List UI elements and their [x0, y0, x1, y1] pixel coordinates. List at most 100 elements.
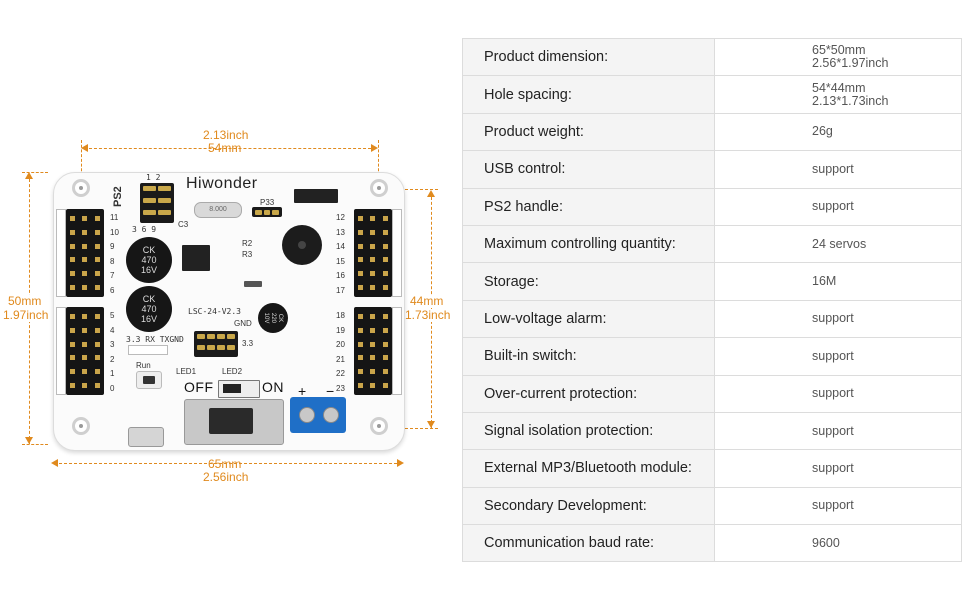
spec-value: support	[714, 337, 962, 376]
ps2-header-icon	[140, 183, 174, 223]
spec-row: Low-voltage alarm:support	[462, 299, 962, 339]
channel-number: 0	[110, 383, 115, 393]
servo-header-right-top-icon	[354, 209, 392, 297]
channel-number: 18	[336, 311, 345, 320]
spec-value-line: support	[812, 423, 854, 438]
arrow-down-icon	[25, 437, 33, 444]
dim-right-inch: 1.73inch	[405, 308, 451, 322]
regulator-icon	[182, 245, 210, 271]
spec-value-line: support	[812, 161, 854, 176]
dim-left-mm: 50mm	[8, 294, 42, 308]
serial-label: 3.3 RX TXGND	[126, 335, 184, 344]
led2-label: LED2	[222, 367, 243, 376]
mounting-hole-icon	[370, 417, 388, 435]
servo-header-left-top-icon	[66, 209, 104, 297]
channel-number: 21	[336, 354, 345, 364]
dim-bottom-mm: 65mm	[208, 457, 242, 471]
arrow-up-icon	[25, 172, 33, 179]
channel-number: 19	[336, 325, 345, 335]
expansion-header-icon	[194, 331, 238, 357]
mounting-hole-icon	[72, 179, 90, 197]
channel-number: 22	[336, 369, 345, 378]
spec-row: Signal isolation protection: support	[462, 411, 962, 451]
mounting-hole-icon	[370, 179, 388, 197]
c3-label: C3	[178, 220, 189, 229]
spec-value: support	[714, 150, 962, 189]
left-rail-icon	[56, 209, 66, 297]
spec-value-line: 2.13*1.73inch	[812, 93, 889, 108]
gnd-label: GND	[234, 319, 252, 328]
switch-knob-icon	[209, 408, 253, 434]
arrow-left-icon	[51, 459, 58, 467]
spec-row: External MP3/Bluetooth module:support	[462, 449, 962, 488]
model-label: LSC-24-V2.3	[188, 307, 241, 316]
small-capacitor-icon: CK 220 10V	[258, 303, 288, 333]
channel-number: 15	[336, 256, 345, 266]
off-label: OFF	[184, 379, 214, 395]
right-rail-icon	[392, 307, 402, 395]
dim-top-tick-left	[81, 140, 82, 176]
spec-key: Product dimension:	[462, 37, 715, 77]
spec-row: PS2 handle:support	[462, 187, 962, 226]
r2-label: R2	[242, 239, 253, 248]
capacitor-icon: CK 470 16V	[126, 286, 172, 332]
spec-value: support	[714, 299, 962, 339]
dim-right-tick-top	[390, 189, 438, 190]
spec-value: support	[714, 449, 962, 488]
spec-key: Communication baud rate:	[462, 524, 715, 563]
spec-key: Hole spacing:	[462, 75, 715, 114]
right-rail-icon	[392, 209, 402, 297]
dim-left-tick-top	[22, 172, 48, 173]
mounting-hole-icon	[72, 417, 90, 435]
channel-number: 4	[110, 325, 115, 335]
spec-row: Storage: 16M	[462, 262, 962, 301]
on-label: ON	[262, 379, 284, 395]
power-switch[interactable]	[184, 399, 284, 445]
spec-row: Built-in switch:support	[462, 337, 962, 376]
dim-right-tick-bottom	[390, 428, 438, 429]
p33-jumper-icon	[252, 207, 282, 217]
channel-number: 5	[110, 311, 115, 320]
spec-value-line: 54*44mm	[812, 80, 866, 95]
channel-number: 2	[110, 354, 115, 364]
spec-key: Storage:	[462, 262, 715, 301]
spec-key: Maximum controlling quantity:	[462, 224, 715, 264]
dim-top-line	[84, 148, 376, 149]
dim-top-tick-right	[378, 140, 379, 176]
spec-value-line: support	[812, 498, 854, 513]
spec-value: support	[714, 374, 962, 413]
buzzer-icon	[282, 225, 322, 265]
channel-number: 12	[336, 213, 345, 222]
spec-key: Signal isolation protection:	[462, 411, 715, 451]
channel-number: 1	[110, 369, 115, 378]
channel-number: 14	[336, 242, 345, 251]
channel-number: 3	[110, 340, 115, 349]
minus-label: −	[326, 383, 335, 399]
spec-value-line: 65*50mm	[812, 43, 866, 58]
channel-number: 8	[110, 256, 115, 266]
spec-row: Maximum controlling quantity: 24 servos	[462, 224, 962, 264]
spec-value-line: 26g	[812, 124, 833, 139]
power-terminal-icon	[290, 397, 346, 433]
mini-switch-icon[interactable]	[218, 380, 260, 398]
channel-number: 17	[336, 285, 345, 295]
spec-value-line: support	[812, 348, 854, 363]
spec-value-line: 16M	[812, 274, 837, 289]
ps2-label: PS2	[112, 186, 124, 207]
servo-controller-board: Hiwonder PS2 1 2 3 6 9 C3 8.000 P33 R2 R…	[53, 172, 405, 451]
spec-key: External MP3/Bluetooth module:	[462, 449, 715, 488]
dim-right-mm: 44mm	[410, 294, 444, 308]
spec-value-line: 24 servos	[812, 236, 867, 251]
spec-value-line: 2.56*1.97inch	[812, 56, 889, 71]
run-label: Run	[136, 361, 151, 370]
spec-key: Low-voltage alarm:	[462, 299, 715, 339]
reset-button[interactable]	[136, 371, 162, 389]
dim-left-tick-bottom	[22, 444, 48, 445]
pin-header-nums: 3 6 9	[132, 225, 157, 234]
spec-key: Over-current protection:	[462, 374, 715, 413]
capacitor-icon: CK 470 16V	[126, 237, 172, 283]
arrow-right-icon	[371, 144, 378, 152]
led1-label: LED1	[176, 367, 197, 376]
spec-value: support	[714, 411, 962, 451]
v33-label: 3.3	[242, 339, 254, 348]
